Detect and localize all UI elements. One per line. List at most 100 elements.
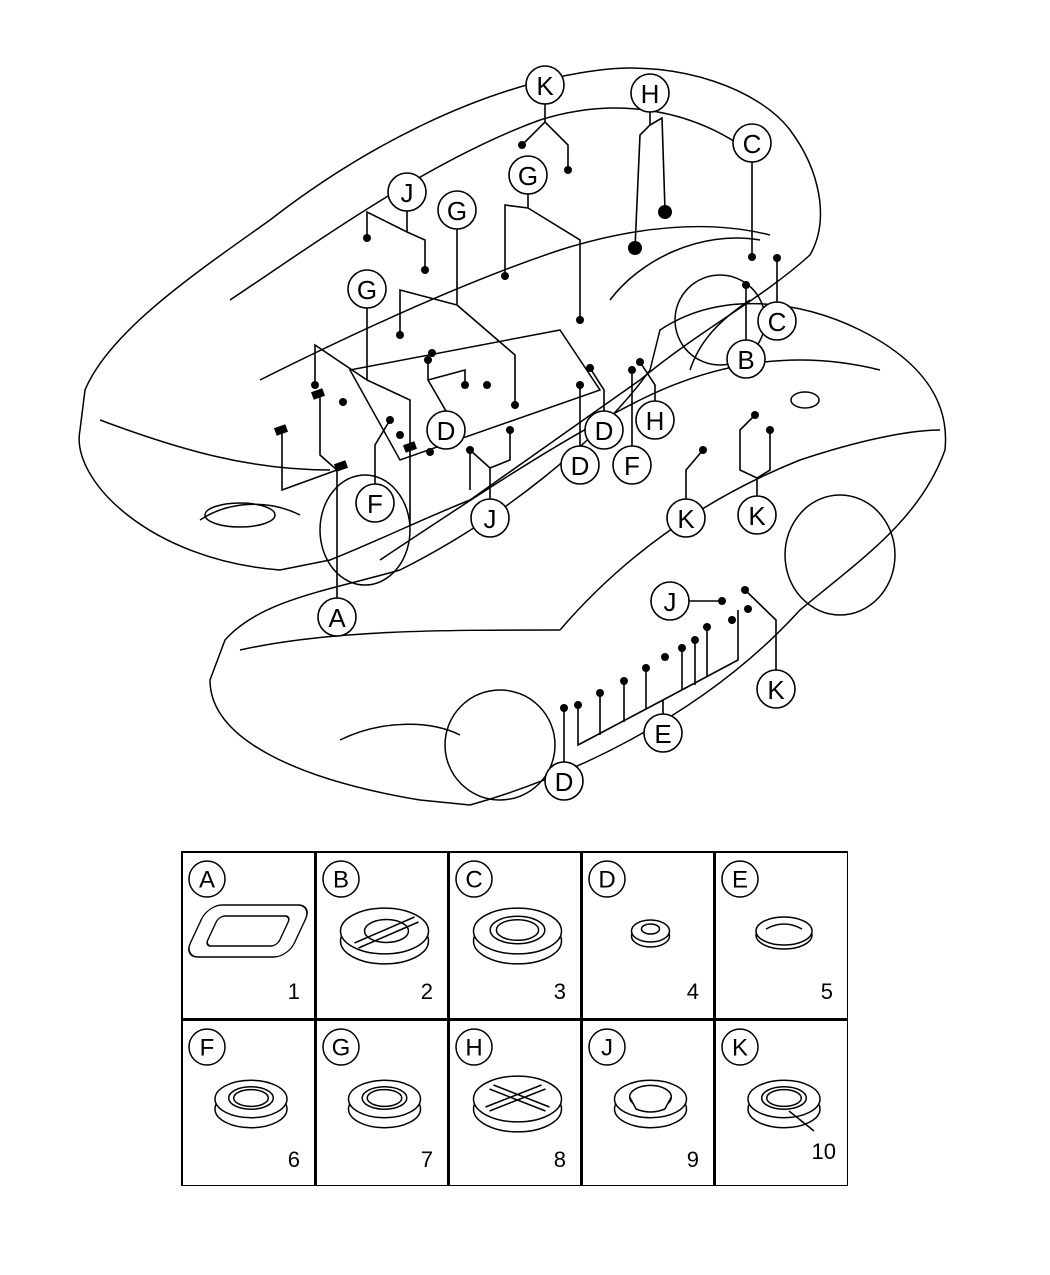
cross-grommet-icon xyxy=(472,1075,563,1133)
round-grommet-icon xyxy=(747,1079,821,1129)
legend-part-number: 10 xyxy=(812,1139,836,1164)
callout-letter: H xyxy=(641,79,660,109)
legend-cell-g: G7 xyxy=(315,1019,449,1186)
legend-cell-b: B2 xyxy=(315,851,449,1020)
legend-letter-badge: G xyxy=(322,1028,360,1066)
legend-letter-badge: J xyxy=(588,1028,626,1066)
callout-b: B xyxy=(726,339,766,379)
callout-k: K xyxy=(525,65,565,105)
callout-g: G xyxy=(508,155,548,195)
legend-letter: K xyxy=(732,1035,748,1062)
legend-part-number: 4 xyxy=(687,979,699,1004)
legend-part-number: 1 xyxy=(288,979,300,1004)
callout-c: C xyxy=(732,123,772,163)
legend-letter: D xyxy=(598,867,615,894)
callout-f: F xyxy=(355,483,395,523)
callout-j: J xyxy=(470,498,510,538)
legend-letter: G xyxy=(332,1035,351,1062)
round-grommet-icon xyxy=(347,1079,422,1129)
callout-letter: D xyxy=(571,451,590,481)
callout-d: D xyxy=(426,410,466,450)
callout-letter: J xyxy=(664,587,677,617)
split-grommet-icon xyxy=(339,907,430,965)
callout-d: D xyxy=(584,410,624,450)
callout-k: K xyxy=(756,669,796,709)
legend-part-number: 3 xyxy=(554,979,566,1004)
legend-letter: H xyxy=(465,1035,482,1062)
leader-line xyxy=(788,1110,815,1132)
small-grommet-icon xyxy=(630,919,671,948)
legend-letter-badge: D xyxy=(588,860,626,898)
legend-letter-badge: E xyxy=(721,860,759,898)
legend-cell-f: F6 xyxy=(181,1019,316,1186)
legend-cell-e: E5 xyxy=(714,851,848,1020)
legend-letter-badge: A xyxy=(188,860,226,898)
rect-grommet-icon xyxy=(188,904,308,958)
callout-a: A xyxy=(317,597,357,637)
callout-j: J xyxy=(650,581,690,621)
callout-letter: K xyxy=(536,71,554,101)
legend-part-number: 9 xyxy=(687,1147,699,1172)
legend-part-number: 2 xyxy=(421,979,433,1004)
car-outline-lower xyxy=(209,274,947,806)
callout-letter: C xyxy=(743,129,762,159)
callout-letter: J xyxy=(484,504,497,534)
legend-cell-h: H8 xyxy=(448,1019,582,1186)
legend-letter-badge: H xyxy=(455,1028,493,1066)
callout-letter: C xyxy=(768,307,787,337)
legend-letter: J xyxy=(601,1035,613,1062)
legend-letter: B xyxy=(333,867,349,894)
legend-cell-c: C3 xyxy=(448,851,582,1020)
legend-cell-a: A1 xyxy=(181,851,316,1020)
callout-letter: G xyxy=(447,196,467,226)
callout-letter: F xyxy=(367,489,383,519)
legend-letter-badge: B xyxy=(322,860,360,898)
callout-e: E xyxy=(643,713,683,753)
callout-f: F xyxy=(612,445,652,485)
large-grommet-icon xyxy=(472,907,563,965)
callout-letter: J xyxy=(401,178,414,208)
legend-part-number: 7 xyxy=(421,1147,433,1172)
legend-part-number: 6 xyxy=(288,1147,300,1172)
callout-letter: G xyxy=(357,275,377,305)
callout-d: D xyxy=(560,445,600,485)
callout-g: G xyxy=(437,190,477,230)
callout-letter: H xyxy=(646,406,665,436)
deep-grommet-icon xyxy=(613,1079,688,1129)
callout-c: C xyxy=(757,301,797,341)
legend-cell-j: J9 xyxy=(581,1019,715,1186)
legend-letter: E xyxy=(732,867,748,894)
legend-cell-d: D4 xyxy=(581,851,715,1020)
callout-k: K xyxy=(737,495,777,535)
legend-cell-k: K 10 xyxy=(714,1019,848,1186)
callout-letter: F xyxy=(624,451,640,481)
callout-letter: E xyxy=(654,719,671,749)
legend-letter-badge: K xyxy=(721,1028,759,1066)
callout-letter: K xyxy=(677,504,695,534)
callout-k: K xyxy=(666,498,706,538)
callout-letter: D xyxy=(437,416,456,446)
callout-letter: K xyxy=(767,675,785,705)
callout-letter: B xyxy=(737,345,754,375)
leader-lines xyxy=(273,104,781,762)
legend-letter-badge: F xyxy=(188,1028,226,1066)
callout-h: H xyxy=(630,73,670,113)
car-outline-upper xyxy=(78,67,822,586)
legend-letter: A xyxy=(199,867,215,894)
callout-letter: A xyxy=(328,603,346,633)
callout-h: H xyxy=(635,400,675,440)
callout-letter: D xyxy=(595,416,614,446)
callout-letter: K xyxy=(748,501,766,531)
round-grommet-icon xyxy=(214,1079,288,1129)
callout-d: D xyxy=(544,761,584,801)
flat-plug-icon xyxy=(755,916,813,950)
callout-j: J xyxy=(387,172,427,212)
legend-letter: C xyxy=(465,867,482,894)
legend-letter-badge: C xyxy=(455,860,493,898)
callout-letter: D xyxy=(555,767,574,797)
callout-g: G xyxy=(347,269,387,309)
callout-letter: G xyxy=(518,161,538,191)
